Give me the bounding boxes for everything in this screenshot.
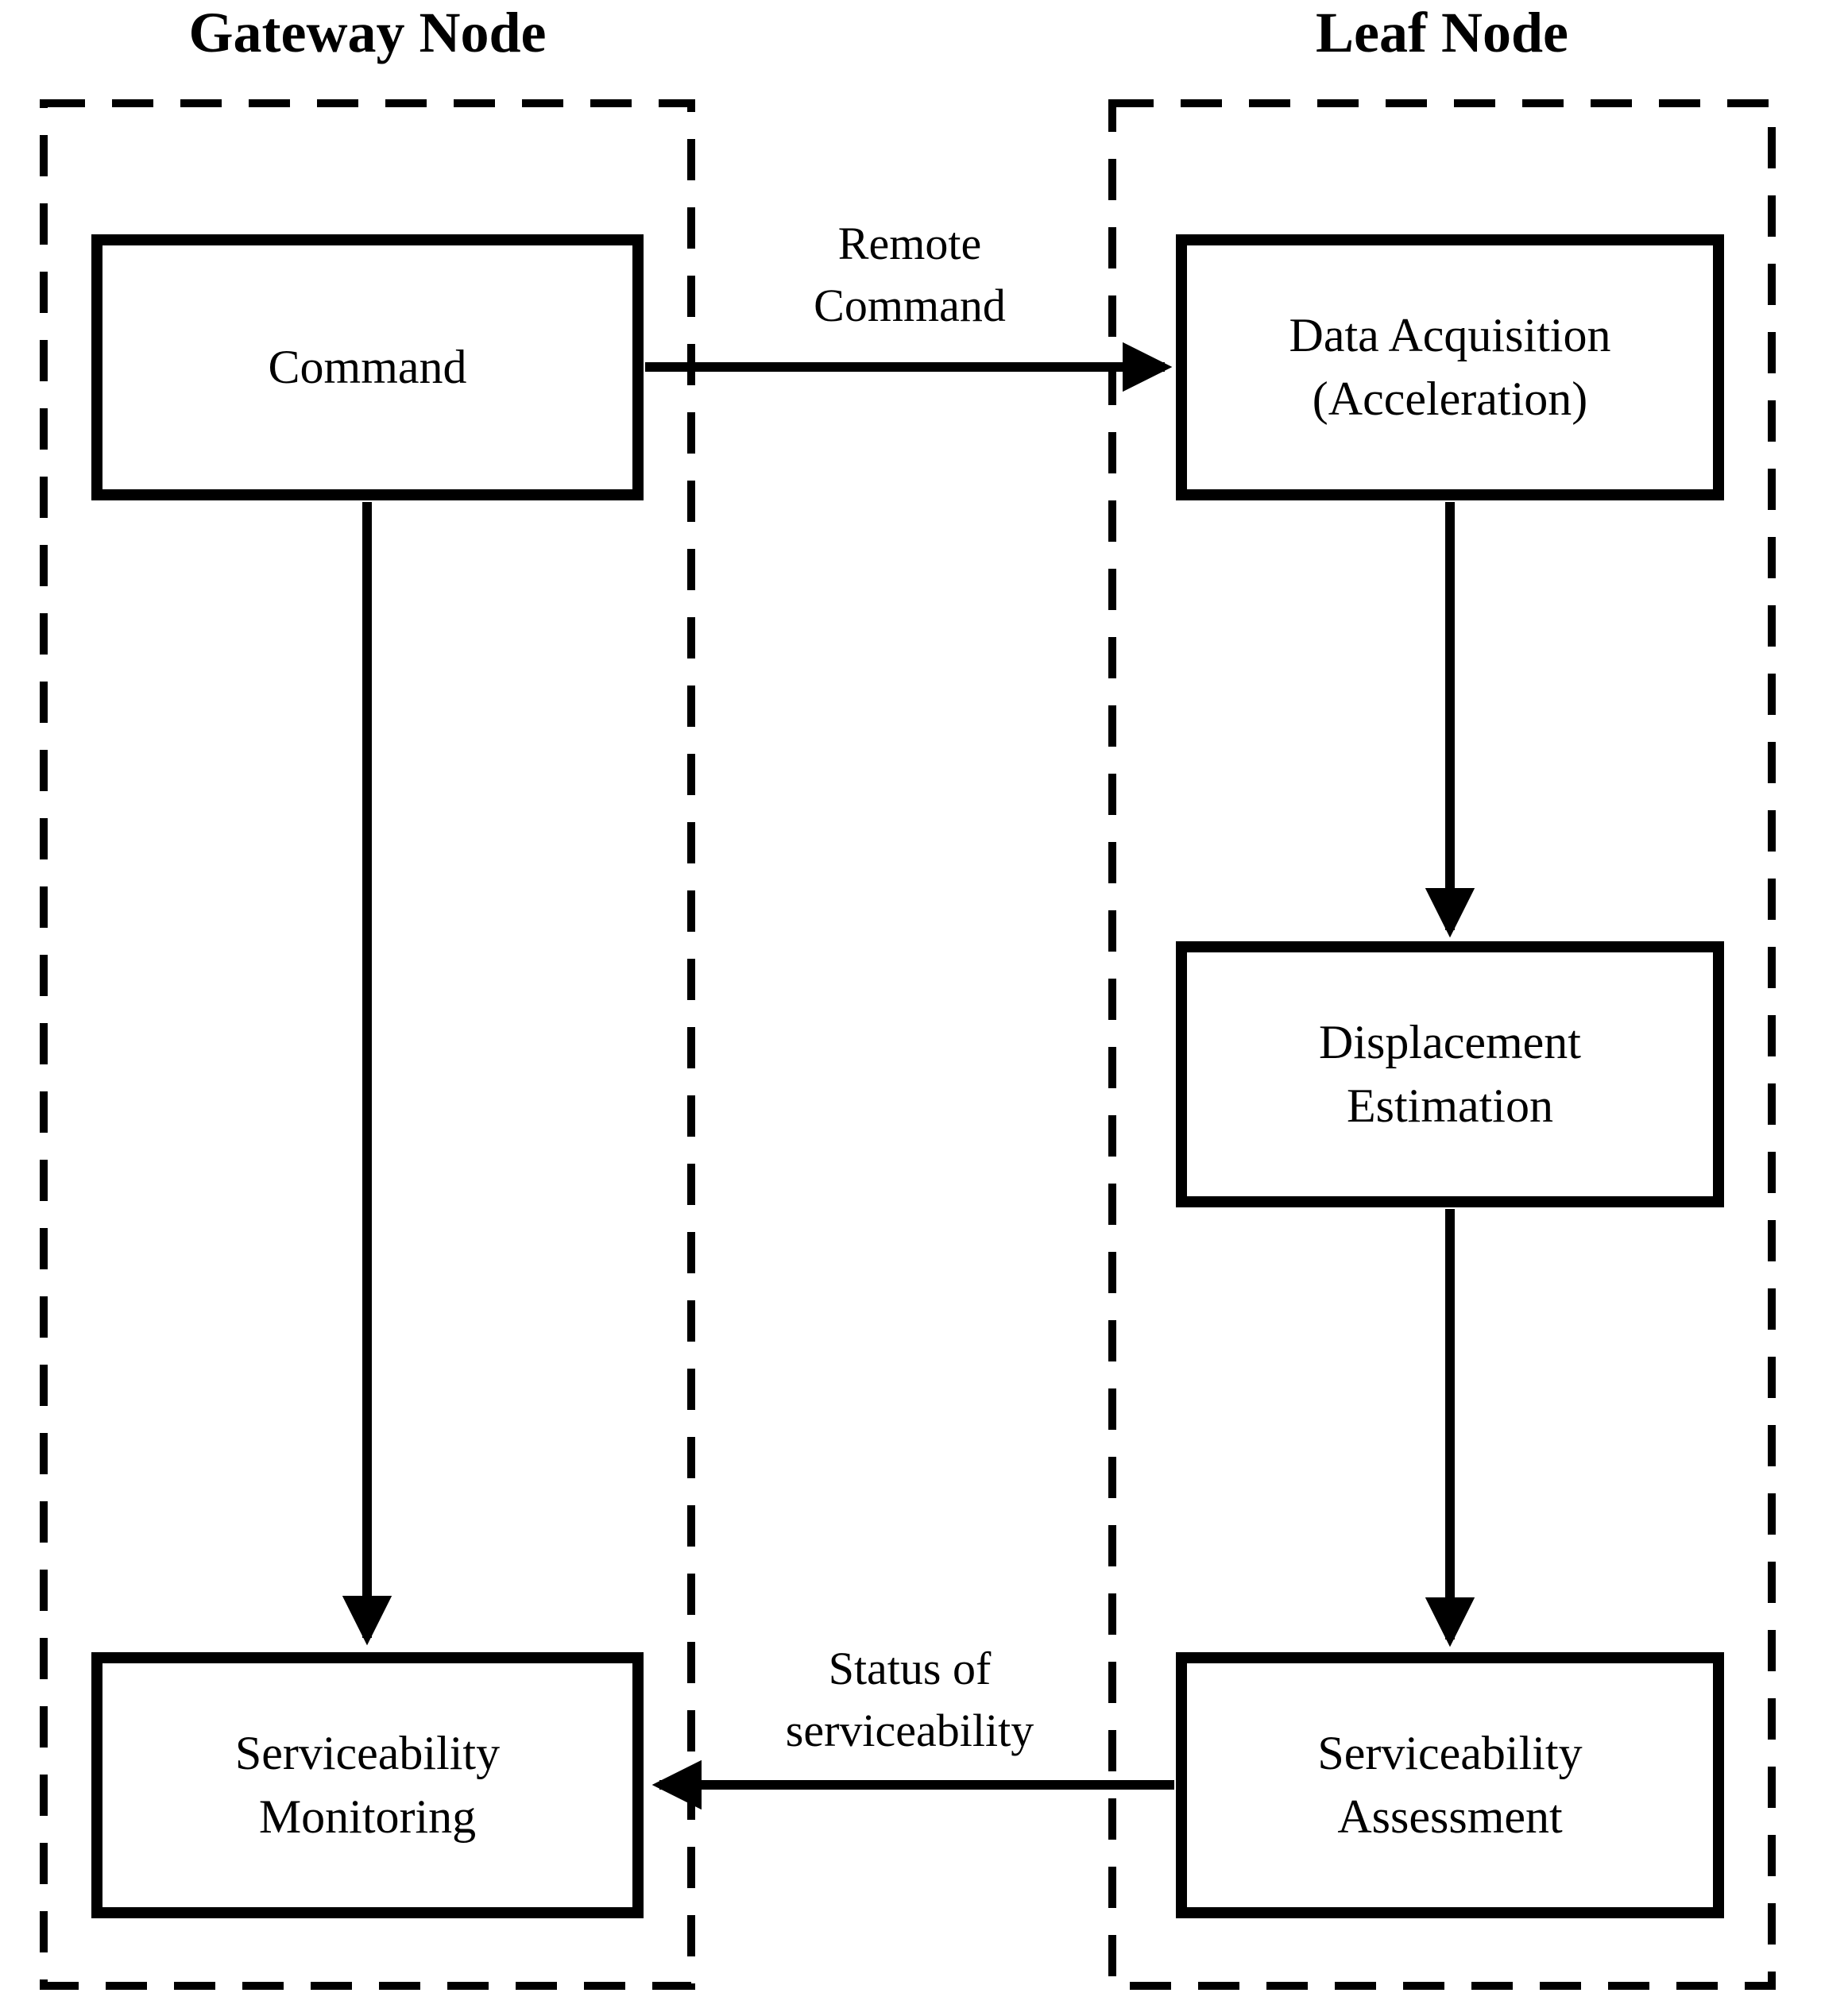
remote-command-edge-label-line1: Remote	[837, 218, 982, 269]
status-of-serviceability-edge-label-line1: Status of	[828, 1643, 992, 1694]
serviceability-assessment-node: Serviceability Assessment	[1176, 1652, 1724, 1918]
serviceability-monitoring-node: Serviceability Monitoring	[91, 1652, 644, 1918]
remote-command-edge-label-line2: Command	[814, 280, 1006, 332]
command-node-label: Command	[268, 340, 467, 393]
status-of-serviceability-edge-label: Status of serviceability	[699, 1638, 1120, 1763]
displacement-estimation-node-label-line2: Estimation	[1347, 1079, 1553, 1132]
data-acquisition-node-label-line2: (Acceleration)	[1312, 372, 1588, 425]
gateway-node-title: Gateway Node	[188, 1, 547, 64]
serviceability-monitoring-node-label-line2: Monitoring	[258, 1790, 477, 1843]
leaf-node-title: Leaf Node	[1316, 1, 1568, 64]
command-node: Command	[91, 234, 644, 500]
leaf-node-boundary	[1108, 99, 1776, 1990]
serviceability-assessment-node-label-line2: Assessment	[1337, 1790, 1563, 1843]
displacement-estimation-node-label-line1: Displacement	[1319, 1016, 1581, 1069]
gateway-node-boundary	[40, 99, 695, 1990]
serviceability-monitoring-node-label-line1: Serviceability	[234, 1727, 501, 1780]
data-acquisition-node-label-line1: Data Acquisition	[1289, 309, 1611, 362]
displacement-estimation-node: Displacement Estimation	[1176, 941, 1724, 1207]
serviceability-assessment-node-label-line1: Serviceability	[1317, 1727, 1583, 1780]
data-acquisition-node: Data Acquisition (Acceleration)	[1176, 234, 1724, 500]
status-of-serviceability-edge-label-line2: serviceability	[785, 1705, 1034, 1757]
remote-command-edge-label: Remote Command	[699, 213, 1120, 338]
